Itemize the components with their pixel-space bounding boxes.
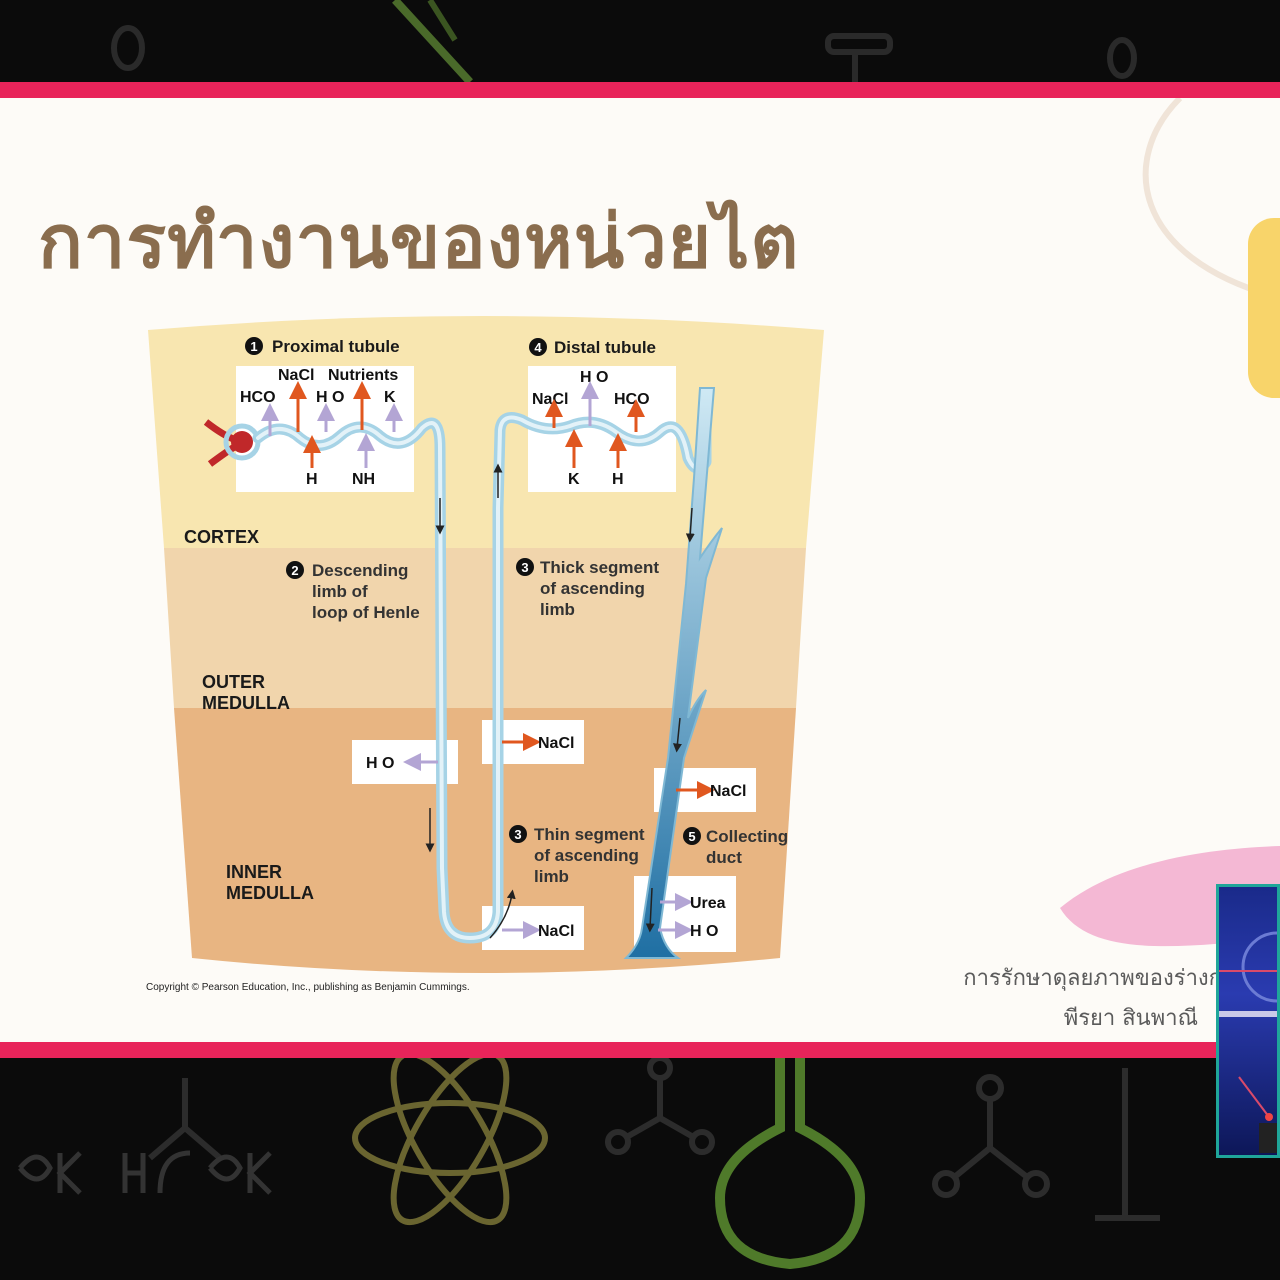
label-collecting-2: duct [706,848,742,867]
svg-text:3: 3 [521,560,528,575]
flow-arrow [645,887,655,933]
chemistry-doodles-top [111,0,1137,82]
number-badge-1: 1 [245,337,263,355]
label-thick-3: limb [540,600,575,619]
label-collecting-1: Collecting [706,827,788,846]
number-badge-3-thick: 3 [516,558,534,576]
substance-nh3: NH [352,471,375,488]
subtitle-line-1: การรักษาดุลยภาพของร่างก [963,966,1222,991]
substance-h: H [306,471,318,488]
copyright-text: Copyright © Pearson Education, Inc., pub… [146,982,470,993]
label-proximal-tubule: Proximal tubule [272,337,400,356]
presenter-video-thumbnail[interactable] [1216,884,1280,1158]
background-bottom [0,1058,1280,1280]
svg-text:1: 1 [250,339,257,354]
svg-text:3: 3 [514,827,521,842]
substance-hco3: HCO [240,389,276,406]
substance-h2o: H O [316,389,344,406]
presenter-video-frame [1219,931,1277,1153]
flow-arrow [489,889,516,939]
zone-label-inner-medulla: MEDULLA [226,883,314,903]
label-thin-1: Thin segment [534,825,645,844]
zone-label-inner: INNER [226,862,282,882]
label-thin-3: limb [534,867,569,886]
number-badge-2: 2 [286,561,304,579]
label-descending-3: loop of Henle [312,603,420,622]
nephron-diagram: CORTEX OUTER MEDULLA INNER MEDULLA [146,316,824,993]
substance-h-distal: H [612,471,624,488]
label-descending-2: limb of [312,582,368,601]
zone-label-outer-medulla: MEDULLA [202,693,290,713]
substance-nacl: NaCl [278,367,314,384]
svg-text:5: 5 [688,829,695,844]
substance-h2o-distal: H O [580,369,608,386]
accent-bar-top [0,82,1280,98]
substance-nacl-thick: NaCl [538,735,574,752]
svg-text:4: 4 [534,340,542,355]
label-thin-2: of ascending [534,846,639,865]
number-badge-4: 4 [529,338,547,356]
zone-label-outer: OUTER [202,672,265,692]
substance-k: K [384,389,396,406]
substance-urea: Urea [690,895,726,912]
number-badge-5: 5 [683,827,701,845]
label-thick-1: Thick segment [540,558,659,577]
slide-title: การทำงานของหน่วยไต [38,199,800,285]
substance-nutrients: Nutrients [328,367,398,384]
flow-arrow [685,507,695,543]
slide: การทำงานของหน่วยไต CORTEX OUTER MEDULLA … [0,98,1280,1042]
chemistry-doodles-bottom [18,1058,1160,1270]
substance-k-distal: K [568,471,580,488]
substance-hco3-distal: HCO [614,391,650,408]
svg-text:2: 2 [291,563,298,578]
substance-h2o-descending: H O [366,755,394,772]
glomerulus [203,419,261,467]
background-top [0,0,1280,82]
collecting-duct [623,387,723,959]
substance-nacl-distal: NaCl [532,391,568,408]
zone-label-cortex: CORTEX [184,527,259,547]
label-thick-2: of ascending [540,579,645,598]
substance-nacl-collecting: NaCl [710,783,746,800]
subtitle-line-2: พีรยา สินพาณี [1063,1006,1198,1031]
accent-bar-bottom [0,1042,1280,1058]
label-distal-tubule: Distal tubule [554,338,656,357]
outer-medulla-zone [164,548,806,708]
flow-arrow [672,717,682,753]
number-badge-3-thin: 3 [509,825,527,843]
label-descending-1: Descending [312,561,408,580]
substance-h2o-collecting: H O [690,923,718,940]
substance-nacl-thin: NaCl [538,923,574,940]
